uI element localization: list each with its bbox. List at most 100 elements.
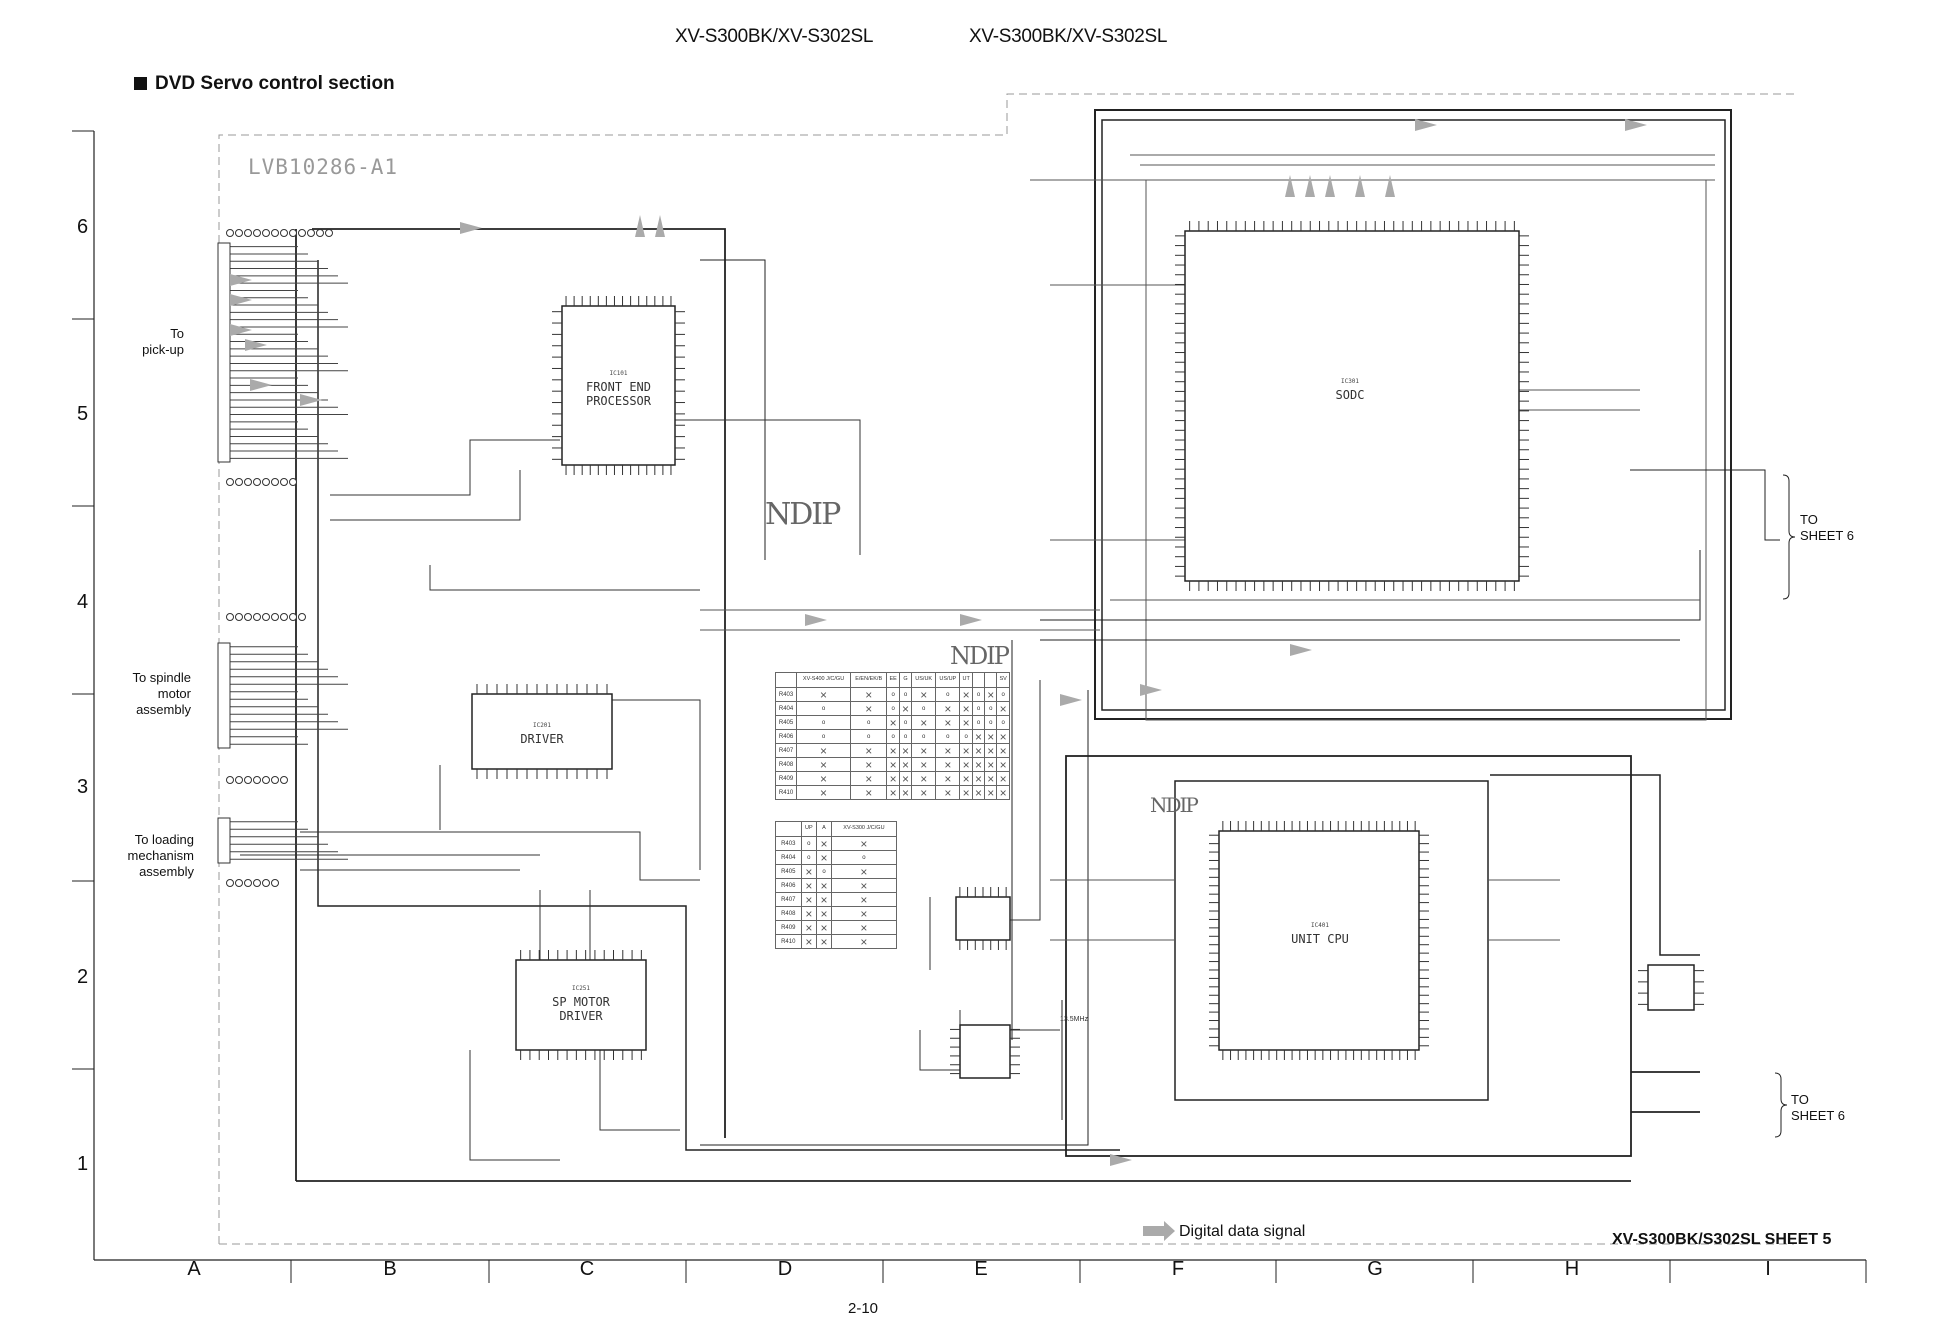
digital-data-arrow-icon <box>655 215 665 237</box>
option-cell: × <box>996 785 1010 800</box>
ic-unit-cpu-body <box>1218 830 1420 1051</box>
option-cell: × <box>816 850 832 865</box>
connector-body <box>217 817 231 864</box>
ic-ref: IC401 <box>1310 922 1330 929</box>
board-outline <box>218 93 1794 1244</box>
row-label-5: 5 <box>77 403 89 425</box>
ic-ref: IC101 <box>609 370 628 377</box>
label-line: assembly <box>139 864 194 879</box>
test-point <box>289 229 297 237</box>
option-cell: × <box>984 771 998 786</box>
test-point <box>226 776 234 784</box>
option-cell: × <box>959 687 973 702</box>
test-point <box>244 229 252 237</box>
option-cell: × <box>984 785 998 800</box>
option-cell: o <box>800 850 818 865</box>
test-point <box>226 613 234 621</box>
resistor-ref-cell: R407 <box>775 892 802 907</box>
option-cell: o <box>796 729 851 744</box>
resistor-ref-cell: R404 <box>775 850 802 865</box>
option-cell: × <box>898 701 913 716</box>
resistor-ref-cell: R408 <box>775 906 802 921</box>
option-cell: o <box>849 715 888 730</box>
brace-bottom <box>1774 1072 1788 1138</box>
test-point <box>325 229 333 237</box>
digital-data-arrow-icon <box>1355 175 1365 197</box>
option-cell: × <box>959 743 973 758</box>
test-point <box>280 229 288 237</box>
table-row: R405×o× <box>775 864 898 879</box>
test-point <box>271 613 279 621</box>
connector-body <box>217 242 231 463</box>
table-header-cell: EE <box>886 672 900 688</box>
test-point <box>253 879 261 887</box>
digital-data-arrow-icon <box>250 379 272 391</box>
option-cell: × <box>996 701 1010 716</box>
resistor-ref-cell: R408 <box>774 757 798 772</box>
digital-data-arrow-icon <box>1385 175 1395 197</box>
option-cell: × <box>971 757 986 772</box>
option-cell: o <box>898 715 913 730</box>
option-cell: × <box>971 771 986 786</box>
resistor-ref-cell: R409 <box>775 920 802 935</box>
page-number: 2-10 <box>848 1300 879 1317</box>
section-title-text: DVD Servo control section <box>155 73 395 94</box>
digital-data-arrow-icon <box>1290 644 1312 656</box>
row-label-6: 6 <box>77 216 89 238</box>
sheet-label: XV-S300BK/S302SL SHEET 5 <box>1612 1231 1832 1248</box>
digital-data-arrow-icon <box>1060 694 1082 706</box>
ic-name-line: DRIVER <box>559 1009 603 1023</box>
option-cell: o <box>935 729 961 744</box>
row-label-4: 4 <box>77 591 89 613</box>
option-cell: o <box>911 701 937 716</box>
legend-arrow-icon <box>1143 1221 1175 1241</box>
option-cell: × <box>959 771 973 786</box>
table-header-cell: US/UP <box>935 672 961 688</box>
option-cell: × <box>849 785 888 800</box>
option-cell: × <box>898 757 913 772</box>
option-cell: o <box>816 864 832 879</box>
ic-name-line: SODC <box>1335 388 1365 402</box>
option-cell: × <box>984 687 998 702</box>
test-point <box>244 879 252 887</box>
option-cell: × <box>959 785 973 800</box>
column-label-a: A <box>187 1258 201 1280</box>
digital-data-arrow-icon <box>1110 1154 1132 1166</box>
column-label-d: D <box>777 1258 793 1280</box>
test-point <box>271 879 279 887</box>
option-cell: o <box>849 729 888 744</box>
column-label-i: I <box>1765 1258 1771 1280</box>
option-cell: × <box>796 785 851 800</box>
header-title-left: XV-S300BK/XV-S302SL <box>675 26 874 47</box>
option-cell: × <box>800 906 818 921</box>
ic-front-end-processor-body <box>561 305 676 466</box>
digital-data-arrow-icon <box>1415 119 1437 131</box>
option-cell: × <box>796 743 851 758</box>
option-cell: × <box>816 934 832 949</box>
table-row: R406××× <box>775 878 898 893</box>
option-cell: × <box>796 771 851 786</box>
test-point <box>289 478 297 486</box>
label-line: To spindle <box>132 670 191 685</box>
digital-data-arrow-icon <box>1140 684 1162 696</box>
option-cell: o <box>796 715 851 730</box>
label-to-sheet6-top: TO SHEET 6 <box>1800 512 1854 544</box>
column-label-h: H <box>1564 1258 1580 1280</box>
option-cell: × <box>898 785 913 800</box>
option-cell: × <box>796 687 851 702</box>
option-cell: × <box>816 892 832 907</box>
test-point <box>253 478 261 486</box>
option-cell: × <box>830 864 898 879</box>
digital-data-arrow-icon <box>230 324 252 336</box>
table-row: R409×××××××××× <box>774 771 1010 786</box>
test-point <box>244 613 252 621</box>
ic-driver-body <box>471 693 613 770</box>
option-cell: × <box>984 729 998 744</box>
option-cell: o <box>886 729 900 744</box>
